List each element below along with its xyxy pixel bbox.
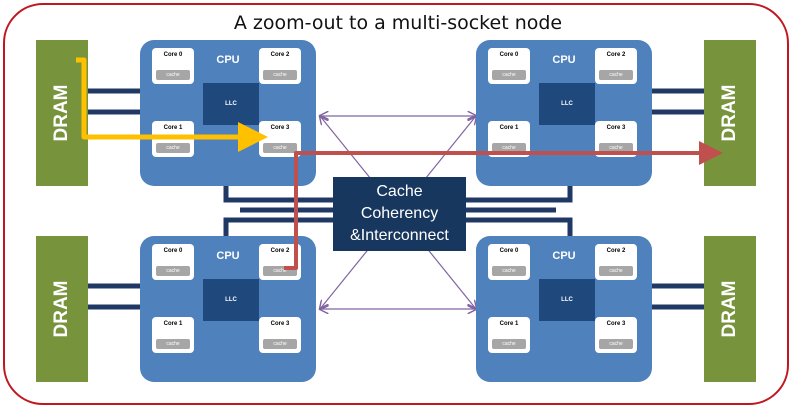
core-0: Core 0 cache <box>152 48 194 84</box>
llc-block: LLC <box>539 83 595 125</box>
core-label: Core 2 <box>270 248 290 254</box>
core-1: Core 1 cache <box>488 121 530 157</box>
core-cache: cache <box>599 143 633 153</box>
core-0: Core 0 cache <box>488 48 530 84</box>
core-label: Core 0 <box>163 52 183 58</box>
page-title: A zoom-out to a multi-socket node <box>233 12 563 34</box>
core-2: Core 2 cache <box>595 48 637 84</box>
core-label: Core 1 <box>163 321 183 327</box>
core-cache: cache <box>156 266 190 276</box>
cpu-label: CPU <box>552 54 576 66</box>
core-label: Core 3 <box>606 125 626 131</box>
core-cache: cache <box>492 266 526 276</box>
cpu-label: CPU <box>216 250 240 262</box>
core-label: Core 3 <box>270 321 290 327</box>
interconnect-line-3: &Interconnect <box>350 227 449 244</box>
core-cache: cache <box>492 339 526 349</box>
core-cache: cache <box>156 143 190 153</box>
core-1: Core 1 cache <box>488 317 530 353</box>
cache-coherency-interconnect: Cache Coherency &Interconnect <box>333 177 466 251</box>
llc-block: LLC <box>539 279 595 321</box>
core-cache: cache <box>263 266 297 276</box>
core-cache: cache <box>599 266 633 276</box>
core-cache: cache <box>599 70 633 80</box>
llc-block: LLC <box>203 83 259 125</box>
core-label: Core 2 <box>606 248 626 254</box>
dram-bottom-left: DRAM <box>36 236 88 382</box>
core-label: Core 2 <box>270 52 290 58</box>
core-1: Core 1 cache <box>152 317 194 353</box>
dram-bottom-right: DRAM <box>704 236 756 382</box>
dram-label: DRAM <box>719 280 740 338</box>
core-label: Core 0 <box>499 248 519 254</box>
core-label: Core 3 <box>606 321 626 327</box>
core-cache: cache <box>599 339 633 349</box>
interconnect-line-2: Coherency <box>360 205 439 222</box>
core-cache: cache <box>156 339 190 349</box>
core-label: Core 1 <box>499 321 519 327</box>
core-label: Core 0 <box>499 52 519 58</box>
cpu-socket-bottom-left: CPU LLC Core 0 cache Core 2 cache Core 1 ca… <box>140 236 316 382</box>
core-label: Core 2 <box>606 52 626 58</box>
core-3: Core 3 cache <box>259 317 301 353</box>
dram-top-left: DRAM <box>36 40 88 186</box>
dram-label: DRAM <box>719 84 740 142</box>
core-cache: cache <box>492 70 526 80</box>
core-cache: cache <box>263 339 297 349</box>
core-0: Core 0 cache <box>152 244 194 280</box>
core-2: Core 2 cache <box>595 244 637 280</box>
core-3: Core 3 cache <box>595 317 637 353</box>
cpu-socket-top-right: CPU LLC Core 0 cache Core 2 cache Core 1 ca… <box>476 40 652 186</box>
core-0: Core 0 cache <box>488 244 530 280</box>
core-cache: cache <box>492 143 526 153</box>
core-2: Core 2 cache <box>259 244 301 280</box>
dram-top-right: DRAM <box>704 40 756 186</box>
core-label: Core 0 <box>163 248 183 254</box>
core-cache: cache <box>263 143 297 153</box>
dram-label: DRAM <box>51 280 72 338</box>
core-3: Core 3 cache <box>595 121 637 157</box>
core-1: Core 1 cache <box>152 121 194 157</box>
core-label: Core 1 <box>499 125 519 131</box>
core-cache: cache <box>263 70 297 80</box>
node-frame <box>3 3 789 405</box>
core-2: Core 2 cache <box>259 48 301 84</box>
core-cache: cache <box>156 70 190 80</box>
core-label: Core 1 <box>163 125 183 131</box>
interconnect-line-1: Cache <box>376 183 423 200</box>
dram-label: DRAM <box>51 84 72 142</box>
llc-block: LLC <box>203 279 259 321</box>
core-label: Core 3 <box>270 125 290 131</box>
core-3: Core 3 cache <box>259 121 301 157</box>
